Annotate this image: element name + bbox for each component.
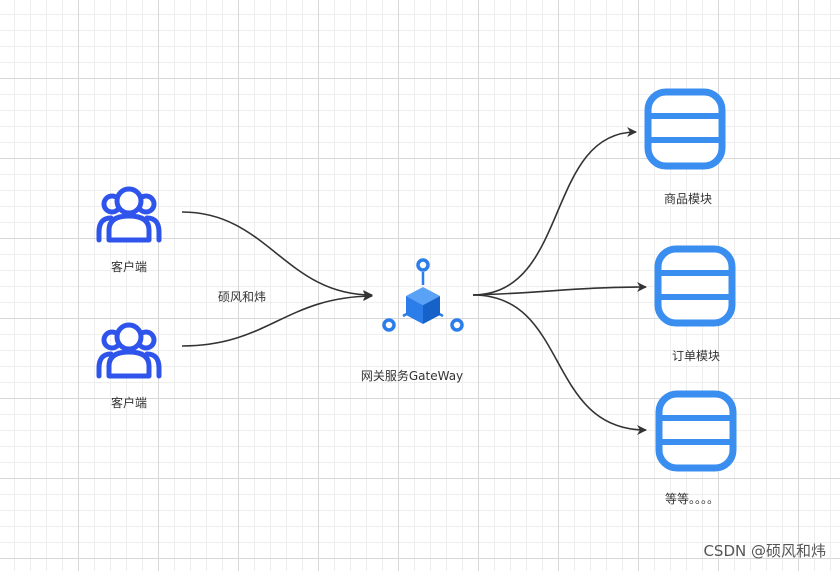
module-order-label: 订单模块 — [671, 349, 721, 363]
edge-client1-gateway — [181, 211, 373, 300]
edge-client2-gateway — [181, 291, 373, 347]
database-icon — [648, 92, 722, 166]
module-goods-label: 商品模块 — [663, 192, 713, 206]
gateway-label: 网关服务GateWay — [360, 369, 464, 383]
csdn-watermark: CSDN @硕风和炜 — [703, 542, 826, 560]
users-icon — [99, 325, 159, 376]
edge-gateway-etc — [472, 294, 647, 435]
client-2-label: 客户端 — [110, 396, 148, 410]
gateway-cube-icon — [382, 258, 464, 332]
edge-gateway-goods — [472, 127, 637, 296]
edge-gateway-order — [472, 282, 647, 296]
edge-label: 硕风和炜 — [217, 290, 267, 304]
module-etc-label: 等等。。。。 — [664, 492, 720, 506]
users-icon — [99, 189, 159, 240]
client-1-label: 客户端 — [110, 260, 148, 274]
database-icon — [658, 249, 732, 323]
database-icon — [659, 394, 733, 468]
